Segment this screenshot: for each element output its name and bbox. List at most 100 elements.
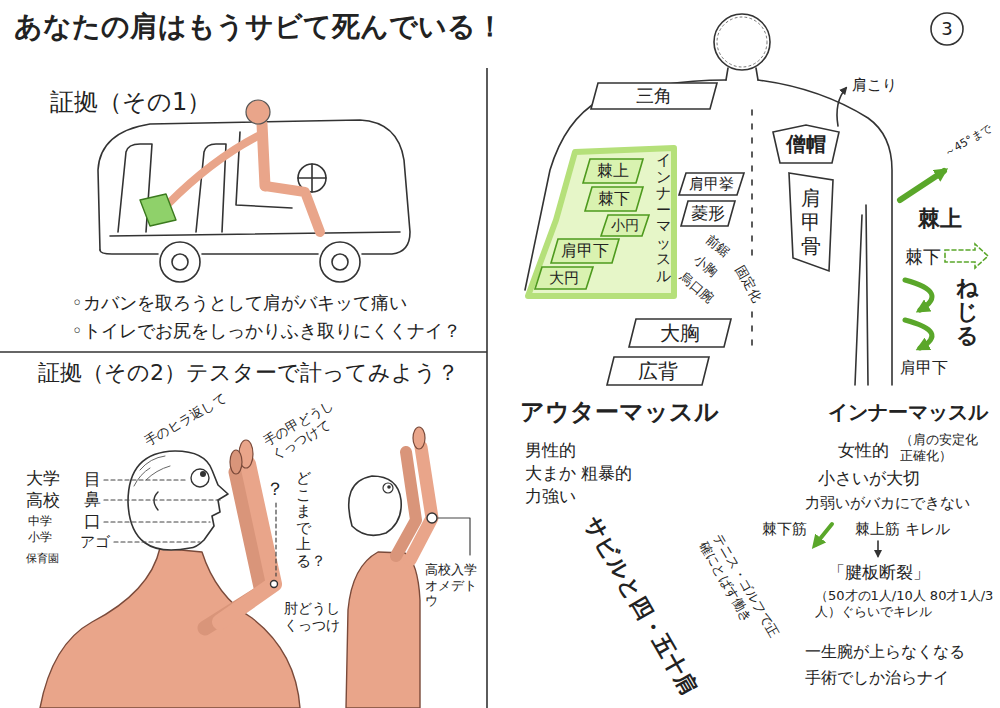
measuring-figure <box>271 581 278 588</box>
divider-line <box>486 68 488 708</box>
driver-figure <box>265 186 320 232</box>
node-outline <box>585 187 643 211</box>
annotation-label: 前鋸 <box>703 231 733 260</box>
car-drawing <box>160 242 200 282</box>
annotation-label: 手の甲どうしくっつけて <box>261 394 349 463</box>
measuring-figure <box>191 469 209 487</box>
annotation-label: アウターマッスル <box>520 398 719 427</box>
back-figure <box>855 215 862 385</box>
car-drawing <box>320 242 360 282</box>
graduate-figure <box>346 552 420 708</box>
back-figure <box>714 14 770 70</box>
back-figure <box>866 205 868 385</box>
node-outline <box>607 357 709 385</box>
back-figure <box>837 88 846 126</box>
node-outline <box>681 201 735 226</box>
car-drawing <box>98 120 410 282</box>
annotation-label: 棘上筋 キレル <box>855 520 950 538</box>
annotation-label: 「腱板断裂」 <box>828 562 930 582</box>
annotation-label: 棘下 <box>905 246 941 268</box>
annotation-label: ねじる <box>956 276 978 349</box>
graduate-figure <box>438 518 470 555</box>
muscle-name: 棘下 <box>598 189 630 208</box>
annotation-label: 小学 <box>28 530 52 544</box>
annotation-label: どこまで上る？ <box>296 470 311 569</box>
rotation-arrow <box>905 280 932 310</box>
annotation-label: 手のヒラ返して <box>142 390 229 449</box>
muscle-band: 肩甲下 <box>550 238 620 264</box>
node-outline <box>535 267 593 289</box>
car-drawing <box>172 254 188 270</box>
annotation-label: ◦カバンを取ろうとして肩がバキッて痛い <box>72 292 407 314</box>
muscle-name: 小円 <box>611 217 639 234</box>
back-figure <box>528 148 674 296</box>
muscle-band: 大円 <box>534 266 594 290</box>
node-outline <box>551 239 619 263</box>
back-figure <box>758 80 892 385</box>
muscle-band: 棘下 <box>584 186 644 212</box>
muscle-name: 大胸 <box>660 321 700 345</box>
muscle-band: 小円 <box>600 214 650 237</box>
annotation-label: 高校入学オメデトウ <box>425 562 479 609</box>
annotation-label: 大まか 粗暴的 <box>525 463 632 483</box>
back-figure <box>525 14 892 385</box>
node-outline <box>931 13 963 45</box>
annotation-label: 手術でしか治らナイ <box>805 668 949 687</box>
node-outline <box>601 215 649 236</box>
muscle-band: 三角 <box>590 82 718 110</box>
driver-figure <box>140 100 320 232</box>
muscle-name: 棘上 <box>597 161 629 180</box>
back-figure <box>751 110 753 345</box>
annotation-label: 中学 <box>28 514 52 528</box>
muscle-name: 肩甲下 <box>561 241 609 260</box>
muscle-band: 僧帽 <box>772 124 840 164</box>
divider-line <box>0 351 487 353</box>
annotation-label: 力強い <box>525 486 576 506</box>
measuring-figure <box>154 492 158 510</box>
measuring-figure <box>104 480 220 542</box>
page-title: あなたの肩はもうサビて死んでいる！ <box>14 10 504 44</box>
car-drawing <box>332 254 348 270</box>
node-outline <box>583 159 643 183</box>
page-number-circle: 3 <box>930 12 964 46</box>
annotation-label: 高校 <box>26 490 60 510</box>
driver-figure <box>262 124 265 186</box>
measuring-figure <box>220 464 274 622</box>
muscle-name: 大円 <box>549 269 579 287</box>
node-outline <box>629 319 731 347</box>
annotation-label: ？ <box>266 478 284 500</box>
annotation-label: アゴ <box>80 533 110 551</box>
driver-figure <box>246 100 270 124</box>
muscle-name: 三角 <box>636 85 672 107</box>
divider-line <box>0 68 487 708</box>
graduate-figure <box>387 485 391 489</box>
annotation-label: （50才の1人/10人 80才1人/3人）ぐらいでキレル <box>815 588 1000 619</box>
node-outline <box>773 125 839 163</box>
rotation-arrow <box>900 171 944 200</box>
node-outline <box>679 173 744 195</box>
annotation-label: 目 <box>84 469 101 489</box>
measuring-figure <box>200 471 206 477</box>
annotation-label: 鼻 <box>84 489 101 509</box>
rotation-arrow <box>905 320 932 348</box>
annotation-label: 肩こり <box>852 76 897 94</box>
rotation-arrow <box>877 541 879 556</box>
annotation-label: 女性的 <box>838 440 889 460</box>
rotation-arrow <box>945 244 988 268</box>
annotation-label: ◦トイレでお尻をしっかりふき取りにくくナイ？ <box>72 320 461 342</box>
annotation-label: 棘上 <box>918 206 962 232</box>
annotation-label: 一生腕が上らなくなる <box>805 642 965 661</box>
node-outline <box>789 173 833 271</box>
annotation-label: 大学 <box>26 468 60 488</box>
muscle-band: 肩甲挙 <box>678 172 745 196</box>
driver-figure <box>140 194 176 226</box>
muscle-name: 肩甲骨 <box>801 186 821 258</box>
graduate-figure <box>410 447 432 560</box>
back-figure <box>717 17 767 67</box>
annotation-label: サビルと四・五十肩 <box>578 512 702 700</box>
rotation-arrow <box>815 524 832 545</box>
annotation-label: （肩の安定化 正確化） <box>900 432 980 463</box>
annotation-label: インナーマッスル <box>656 152 671 284</box>
muscle-band: 菱形 <box>680 200 736 227</box>
measuring-figure <box>275 503 276 576</box>
